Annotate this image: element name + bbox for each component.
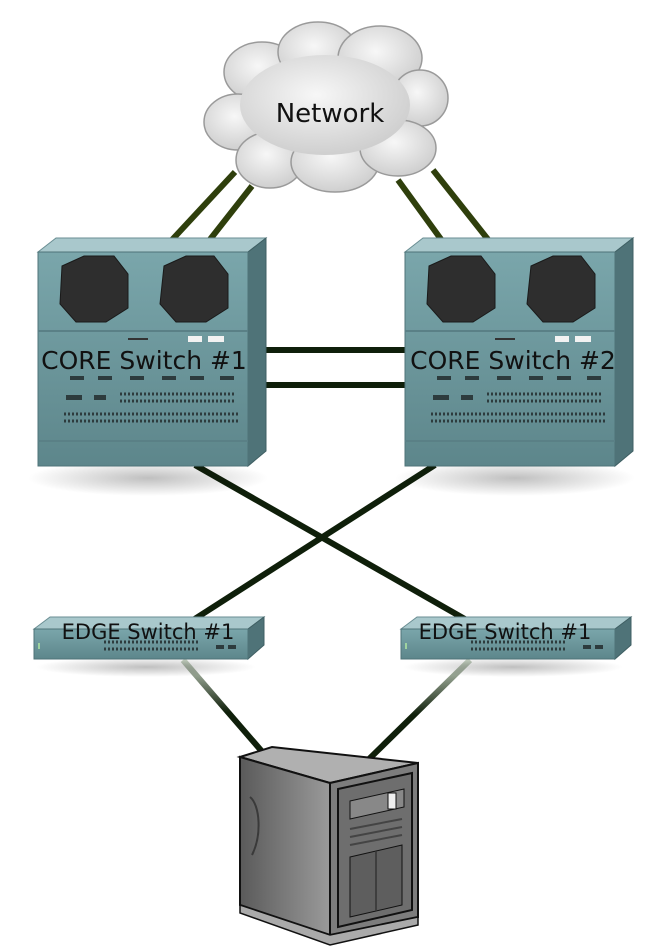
edge-switch-1: EDGE Switch #1 [32,616,266,677]
chassis-switch-icon [36,236,268,468]
link-cloud-core2-b [430,168,493,244]
rack-switch-icon [399,616,633,661]
cloud-label: Network [276,99,385,129]
edge-switch-2-label: EDGE Switch #1 [419,620,592,644]
core-switch-1-label: CORE Switch #1 [41,346,247,375]
server-tower-icon [236,745,419,946]
link-cloud-core1-a [167,169,238,245]
chassis-switch-icon [403,236,635,468]
cloud-node: Network [203,21,449,193]
core-switch-shadow [395,460,635,496]
core-switch-shadow [28,460,268,496]
link-cloud-core2-a [395,178,446,244]
edge-switch-1-label: EDGE Switch #1 [62,620,235,644]
core-switch-2: CORE Switch #2 [395,236,635,496]
core-switch-2-label: CORE Switch #2 [410,346,616,375]
server-node [236,745,419,946]
link-edge2-server [365,657,473,763]
edge-switch-2: EDGE Switch #1 [399,616,633,677]
link-core1-edge2 [193,462,472,625]
link-core2-edge1 [188,462,437,625]
cloud-icon [203,21,449,193]
edge-switch-shadow [403,657,623,677]
link-cloud-core1-b [205,184,255,244]
rack-switch-icon [32,616,266,661]
core-switch-1: CORE Switch #1 [28,236,268,496]
edge-switch-shadow [36,657,256,677]
